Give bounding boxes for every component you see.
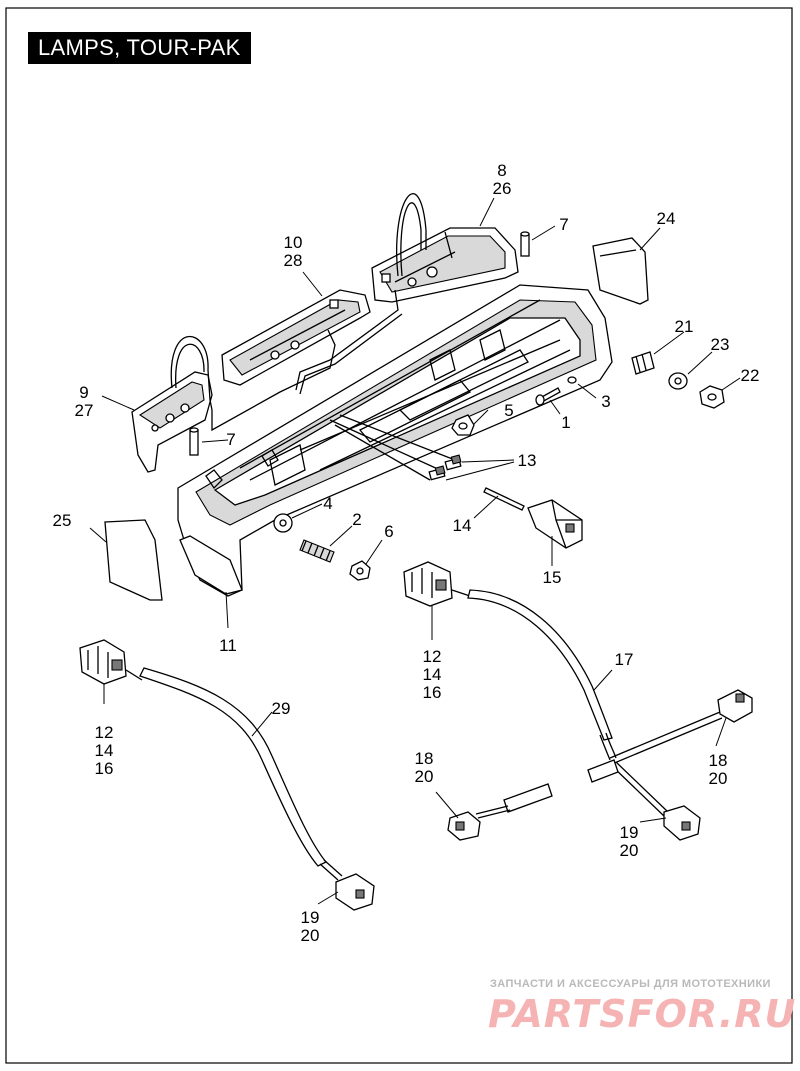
connector-18-right xyxy=(717,689,753,723)
callout-22: 22 xyxy=(740,366,760,385)
callout-18-20-right: 18 20 xyxy=(708,751,728,788)
lamp-bracket-assembly xyxy=(177,284,613,597)
page-frame xyxy=(5,7,793,1064)
callout-14: 14 xyxy=(452,516,472,535)
connector-15 xyxy=(527,499,583,549)
callout-13: 13 xyxy=(517,451,537,470)
screw-1 xyxy=(535,387,561,406)
callout-18-20-left: 18 20 xyxy=(414,749,434,786)
callout-12-14-16-left: 12 14 16 xyxy=(94,723,114,778)
nut-22 xyxy=(699,385,725,409)
callout-4: 4 xyxy=(323,494,333,513)
stud-21 xyxy=(631,351,655,375)
callout-8-26: 8 26 xyxy=(492,161,512,198)
callout-12-14-16-right: 12 14 16 xyxy=(422,647,442,702)
nut-6 xyxy=(349,560,371,581)
callout-2: 2 xyxy=(352,510,362,529)
callout-11: 11 xyxy=(219,636,237,655)
connector-19-left xyxy=(335,873,375,911)
callout-21: 21 xyxy=(674,317,694,336)
stud-7-top xyxy=(520,231,530,257)
callout-29: 29 xyxy=(271,699,291,718)
washer-3 xyxy=(567,376,577,384)
spring-2 xyxy=(299,539,335,563)
washer-4 xyxy=(273,513,293,533)
watermark-brand: PARTSFOR.RU xyxy=(488,992,797,1036)
callout-25: 25 xyxy=(52,511,72,530)
callout-23: 23 xyxy=(710,335,730,354)
nut-5 xyxy=(451,414,475,436)
connector-13 xyxy=(428,454,462,481)
reflector-25 xyxy=(104,519,163,601)
harness-29 xyxy=(79,639,375,911)
callout-6: 6 xyxy=(384,522,394,541)
callout-5: 5 xyxy=(504,401,514,420)
callout-10-28: 10 28 xyxy=(283,233,303,270)
reflector-24 xyxy=(592,237,649,305)
lamp-8-26 xyxy=(371,193,519,303)
callout-7-left: 7 xyxy=(226,430,236,449)
callout-1: 1 xyxy=(561,413,571,432)
stud-7-left xyxy=(189,427,199,456)
lamp-9-27 xyxy=(131,335,213,473)
connector-12-right xyxy=(403,561,453,607)
watermark-tagline: ЗАПЧАСТИ И АКСЕССУАРЫ ДЛЯ МОТОТЕХНИКИ xyxy=(490,978,771,990)
leader-lines xyxy=(89,197,741,905)
lamp-harness-wires xyxy=(211,289,456,481)
callout-17: 17 xyxy=(614,650,634,669)
callout-15: 15 xyxy=(542,568,562,587)
callout-3: 3 xyxy=(601,392,611,411)
terminal-pin-14 xyxy=(483,487,525,511)
page-title: LAMPS, TOUR-PAK xyxy=(28,32,251,64)
callout-7-top: 7 xyxy=(559,215,569,234)
callout-9-27: 9 27 xyxy=(74,383,94,420)
washer-23 xyxy=(668,372,688,390)
lamp-10-28 xyxy=(221,289,371,386)
callout-24: 24 xyxy=(656,209,676,228)
connector-12-left xyxy=(79,639,127,685)
callout-19-20-right: 19 20 xyxy=(619,823,639,860)
callout-19-20-left: 19 20 xyxy=(300,908,320,945)
harness-17 xyxy=(403,561,753,841)
